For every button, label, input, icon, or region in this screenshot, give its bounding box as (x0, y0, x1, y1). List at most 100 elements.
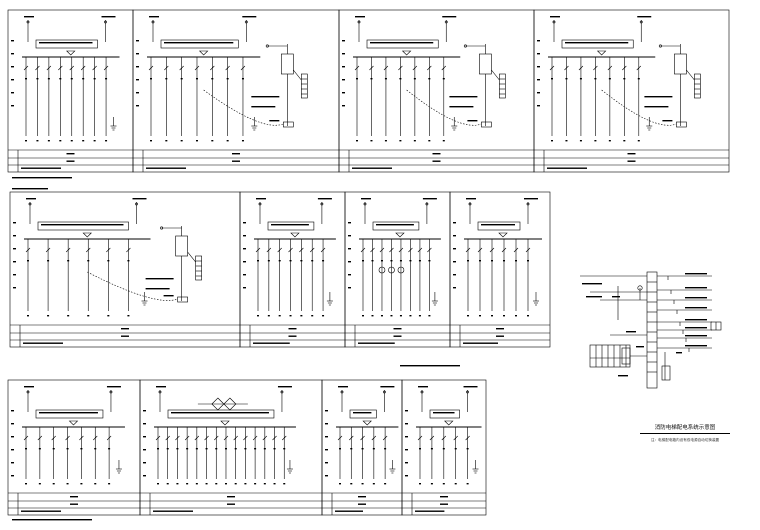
incoming-label-mark (242, 16, 257, 18)
side-label-mark (13, 222, 16, 224)
branch-label-mark (685, 307, 707, 309)
side-label-mark (405, 475, 408, 477)
feeder-label-mark (166, 448, 169, 450)
feeder-label-mark (67, 260, 70, 262)
side-label-mark (11, 410, 14, 412)
feeder-label-mark (224, 483, 227, 485)
side-label-mark (537, 66, 540, 68)
terminal-strip (499, 73, 506, 99)
breaker-symbol (65, 435, 70, 441)
control-wire (686, 69, 695, 81)
breaker-symbol (79, 435, 84, 441)
incoming-terminal (109, 390, 113, 394)
feeder-label-mark (361, 448, 364, 450)
drawing-title: 消防电梯配电系统示意图 (654, 425, 716, 431)
control-relay (177, 296, 188, 303)
feeder-label-mark (418, 315, 421, 317)
feeder-label-mark (59, 140, 62, 142)
breaker-symbol (25, 247, 31, 253)
incoming-label-mark (24, 16, 34, 18)
feeder-label-mark (176, 448, 179, 450)
feeder-label-mark (390, 315, 393, 317)
table-label-mark (21, 167, 61, 169)
row3-note-mark (12, 519, 92, 521)
feeder-label-mark (157, 448, 159, 450)
row1-note-mark (12, 177, 72, 179)
table-label-mark (352, 167, 392, 169)
panel-frame (533, 9, 730, 173)
feeder-label-mark (491, 315, 493, 317)
meter-symbol (211, 397, 225, 411)
side-label-mark (453, 222, 456, 224)
feeder-label-mark (418, 260, 421, 262)
feeder-label-mark (637, 140, 640, 142)
breaker-symbol (126, 247, 131, 253)
feeder-label-mark (454, 448, 457, 450)
transformer-coil (388, 266, 395, 274)
side-label-mark (342, 79, 345, 81)
breaker-symbol (214, 435, 219, 441)
side-label-mark (136, 53, 139, 55)
breaker-symbol (80, 65, 86, 71)
feeder-label-mark (380, 260, 383, 262)
breaker-symbol (564, 65, 569, 71)
side-label-mark (143, 449, 146, 451)
feeder-label-mark (107, 260, 110, 262)
feeder-label-mark (87, 315, 90, 317)
feeder-label-mark (25, 448, 27, 450)
feeder-label-mark (263, 483, 266, 485)
feeder-label-mark (226, 78, 229, 80)
side-label-mark (405, 449, 408, 451)
feeder-label-mark (428, 140, 431, 142)
side-label-mark (11, 92, 14, 94)
feeder-label-mark (226, 140, 229, 142)
side-label-mark (11, 436, 14, 438)
feeder-label-mark (165, 78, 168, 80)
breaker-symbol (441, 65, 446, 71)
ats-label-mark (370, 42, 434, 44)
incoming-terminal (135, 202, 138, 206)
side-label-mark (405, 436, 408, 438)
breaker-symbol (204, 435, 209, 441)
breaker-symbol (370, 247, 375, 253)
riser-label-mark (676, 352, 682, 354)
breaker-symbol (179, 65, 184, 71)
controller-label-mark (449, 96, 478, 98)
incoming-label-mark (550, 16, 560, 18)
feeder-label-mark (527, 260, 529, 262)
feeder-label-mark (87, 260, 90, 262)
feeder-label-mark (361, 483, 364, 485)
feeder-label-mark (70, 140, 73, 142)
side-label-mark (537, 40, 540, 42)
system-diagram (580, 271, 722, 389)
table-label-mark (627, 153, 636, 155)
feeder-label-mark (27, 315, 29, 317)
incoming-label-mark (524, 198, 538, 200)
table-label-mark (358, 503, 366, 505)
feeder-label-mark (59, 78, 62, 80)
table-label-mark (358, 496, 366, 498)
incoming-label-mark (24, 386, 34, 388)
breaker-symbol (513, 247, 519, 253)
side-label-mark (143, 475, 146, 477)
side-label-mark (143, 436, 146, 438)
feed-label-mark (586, 296, 602, 298)
side-label-mark (342, 53, 345, 55)
breaker-symbol (389, 247, 394, 253)
feeder-label-mark (503, 260, 505, 262)
incoming-terminal (151, 20, 155, 24)
transfer-symbol (82, 232, 92, 238)
table-label-mark (232, 160, 240, 162)
control-relay (283, 121, 294, 128)
feeder-label-mark (380, 315, 383, 317)
incoming-label-mark (355, 16, 365, 18)
feeder-label-mark (278, 260, 281, 262)
incoming-label-mark (338, 386, 348, 388)
side-label-mark (136, 79, 139, 81)
feeder-label-mark (413, 140, 416, 142)
row3-panel-3 (401, 379, 487, 516)
table-label-mark (440, 496, 448, 498)
feeder-label-mark (205, 448, 208, 450)
feeder-label-mark (283, 448, 286, 450)
terminal-strip (301, 73, 308, 99)
